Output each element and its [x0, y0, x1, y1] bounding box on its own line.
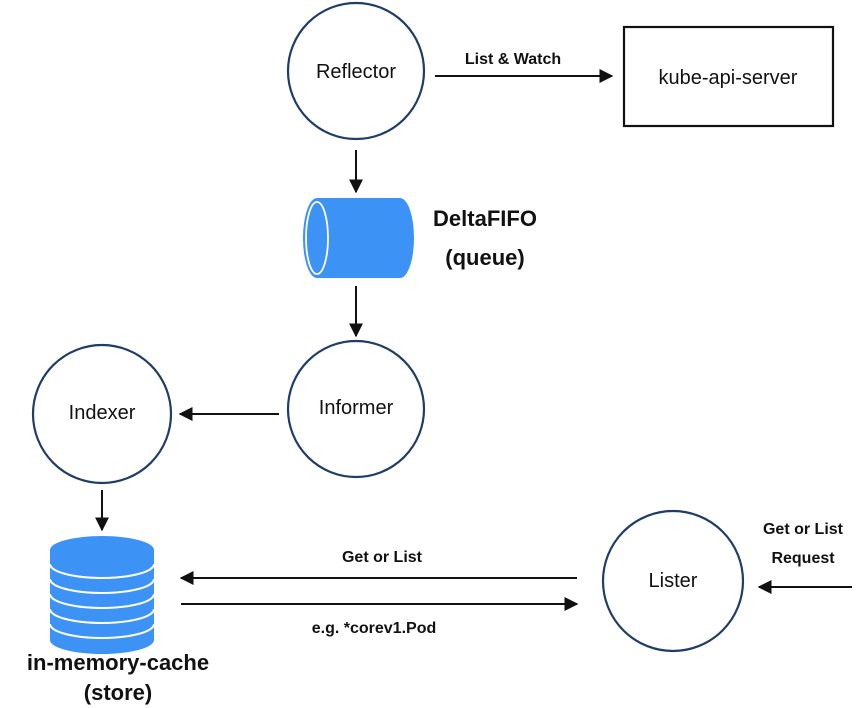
informer-label: Informer — [319, 397, 394, 419]
lister-node: Lister — [601, 509, 745, 653]
reflector-label: Reflector — [316, 61, 396, 83]
indexer-node: Indexer — [31, 343, 173, 485]
delta-fifo-subtitle: (queue) — [445, 245, 524, 270]
list-watch-edge: List & Watch — [435, 51, 614, 83]
indexer-label: Indexer — [69, 402, 136, 424]
reflector-node: Reflector — [286, 1, 426, 141]
api-server-node: kube-api-server — [622, 25, 835, 128]
request-edge: Get or List Request — [757, 521, 852, 594]
delta-fifo-queue-icon — [303, 198, 414, 278]
request-label-line2: Request — [771, 550, 835, 567]
request-label-line1: Get or List — [763, 521, 844, 538]
list-watch-label: List & Watch — [465, 51, 561, 68]
informer-node: Informer — [286, 339, 426, 479]
get-or-list-label: Get or List — [342, 549, 423, 566]
api-server-label: kube-api-server — [659, 67, 798, 89]
get-or-list-edge: Get or List — [179, 549, 577, 585]
cache-title: in-memory-cache — [27, 650, 209, 675]
cache-subtitle: (store) — [84, 680, 152, 705]
result-edge: e.g. *corev1.Pod — [181, 597, 579, 637]
database-icon — [49, 536, 155, 654]
lister-label: Lister — [649, 570, 698, 592]
delta-fifo-title: DeltaFIFO — [433, 206, 537, 231]
result-type-label: e.g. *corev1.Pod — [312, 620, 437, 637]
